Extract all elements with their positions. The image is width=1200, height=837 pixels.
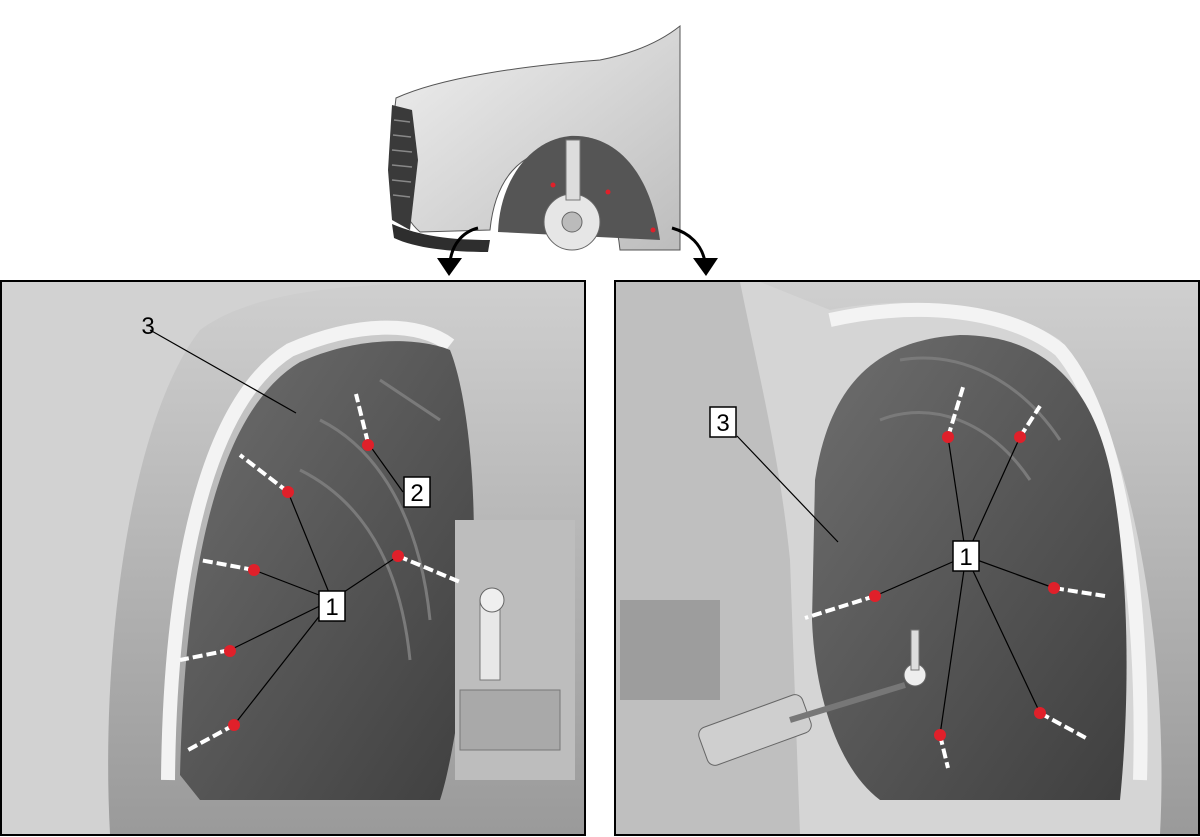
leader-lines-fastener <box>736 435 1055 736</box>
svg-text:3: 3 <box>141 313 154 340</box>
fastener <box>282 486 294 498</box>
svg-text:1: 1 <box>325 594 338 621</box>
arch-lip <box>828 303 1148 781</box>
fastener <box>248 564 260 576</box>
suspension-components <box>455 520 575 780</box>
fastener <box>392 550 404 562</box>
arrowhead-right-icon <box>693 258 718 276</box>
strut <box>565 139 581 201</box>
callout-1-left: 1 <box>318 590 346 622</box>
callout-3-right: 3 <box>709 406 737 438</box>
vehicle-overview <box>388 24 718 276</box>
fasteners-right <box>869 431 1060 741</box>
fastener <box>1014 431 1026 443</box>
fasteners-left <box>224 439 404 731</box>
fastener <box>934 729 946 741</box>
fastener <box>869 590 881 602</box>
right-detail-panel: 1 3 <box>614 280 1200 836</box>
fastener <box>224 645 236 657</box>
svg-text:1: 1 <box>959 544 972 571</box>
arrow-to-right-panel <box>671 226 707 263</box>
arrow-to-left-panel <box>448 226 479 263</box>
callout-2-left: 2 <box>403 476 431 508</box>
leader-lines-fastener <box>149 329 404 726</box>
callout-1-right: 1 <box>952 540 980 572</box>
screw <box>362 439 374 451</box>
callout-3-left: 3 <box>141 313 154 340</box>
fastener <box>1048 582 1060 594</box>
fastener-direction-lines <box>179 393 461 752</box>
overview-fastener <box>605 189 611 195</box>
overview-fastener <box>550 182 556 188</box>
fender-outer <box>760 282 1198 834</box>
liner-ribs <box>879 356 1062 481</box>
fastener <box>942 431 954 443</box>
svg-text:3: 3 <box>716 410 729 437</box>
left-detail-panel: 1 2 3 <box>0 280 586 836</box>
fastener <box>228 719 240 731</box>
arrowhead-left-icon <box>437 258 462 276</box>
svg-text:2: 2 <box>410 480 423 507</box>
overview-fastener <box>650 227 656 233</box>
wheelhouse-liner <box>180 341 474 800</box>
liner-ribs <box>299 378 441 661</box>
arch-lip <box>161 320 455 781</box>
front-bumper <box>392 224 490 252</box>
grille-slats <box>391 119 413 198</box>
fastener-direction-lines <box>804 383 1106 769</box>
fastener <box>1034 707 1046 719</box>
steering-components <box>698 629 927 766</box>
